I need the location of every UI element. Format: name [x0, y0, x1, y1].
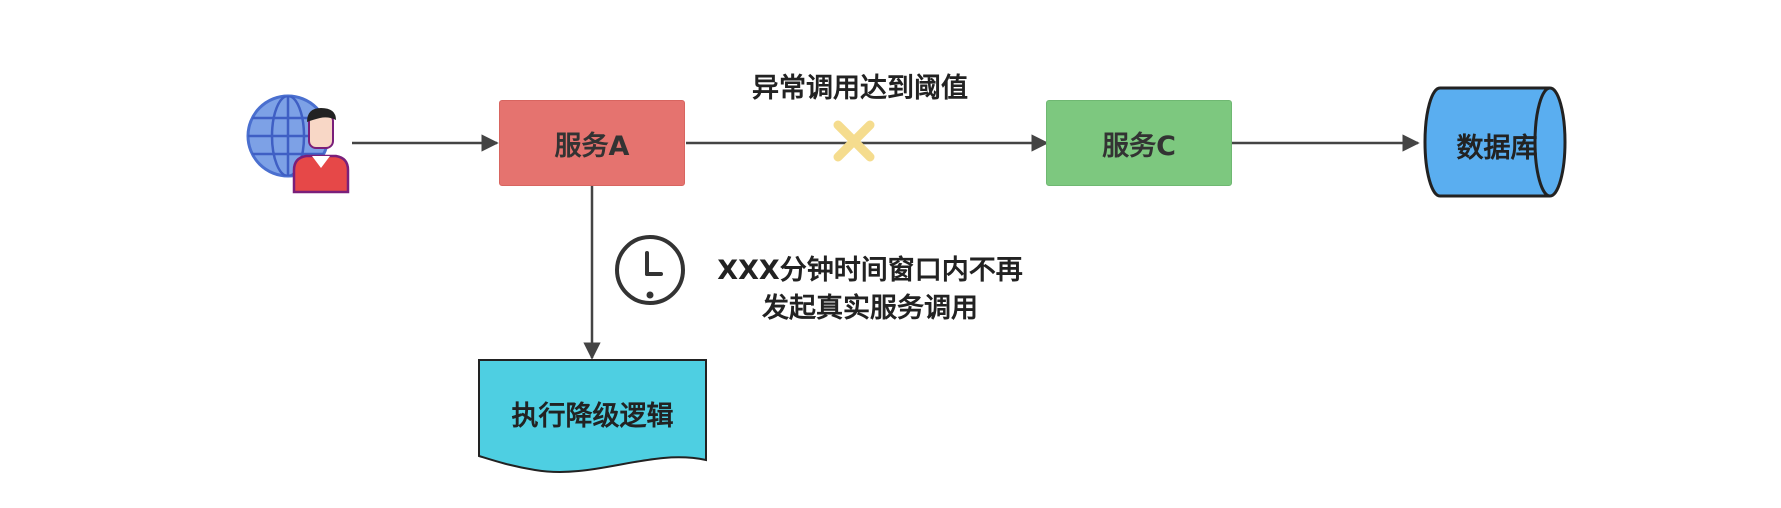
user-icon [292, 108, 350, 194]
service-c-label: 服务C [1102, 130, 1176, 162]
clock-icon [615, 235, 685, 305]
fallback-document-shape [478, 359, 707, 473]
fallback-label: 执行降级逻辑 [511, 401, 674, 432]
service-c-box: 服务C [1046, 100, 1232, 186]
cross-icon [833, 120, 875, 162]
service-a-label: 服务A [554, 130, 630, 162]
timeout-label-line1: XXX分钟时间窗口内不再 [717, 255, 1023, 286]
database-label: 数据库 [1456, 133, 1538, 164]
threshold-label: 异常调用达到阈值 [752, 73, 968, 104]
service-a-box: 服务A [499, 100, 685, 186]
timeout-label-line2: 发起真实服务调用 [762, 293, 978, 324]
database-shape [1423, 86, 1567, 198]
